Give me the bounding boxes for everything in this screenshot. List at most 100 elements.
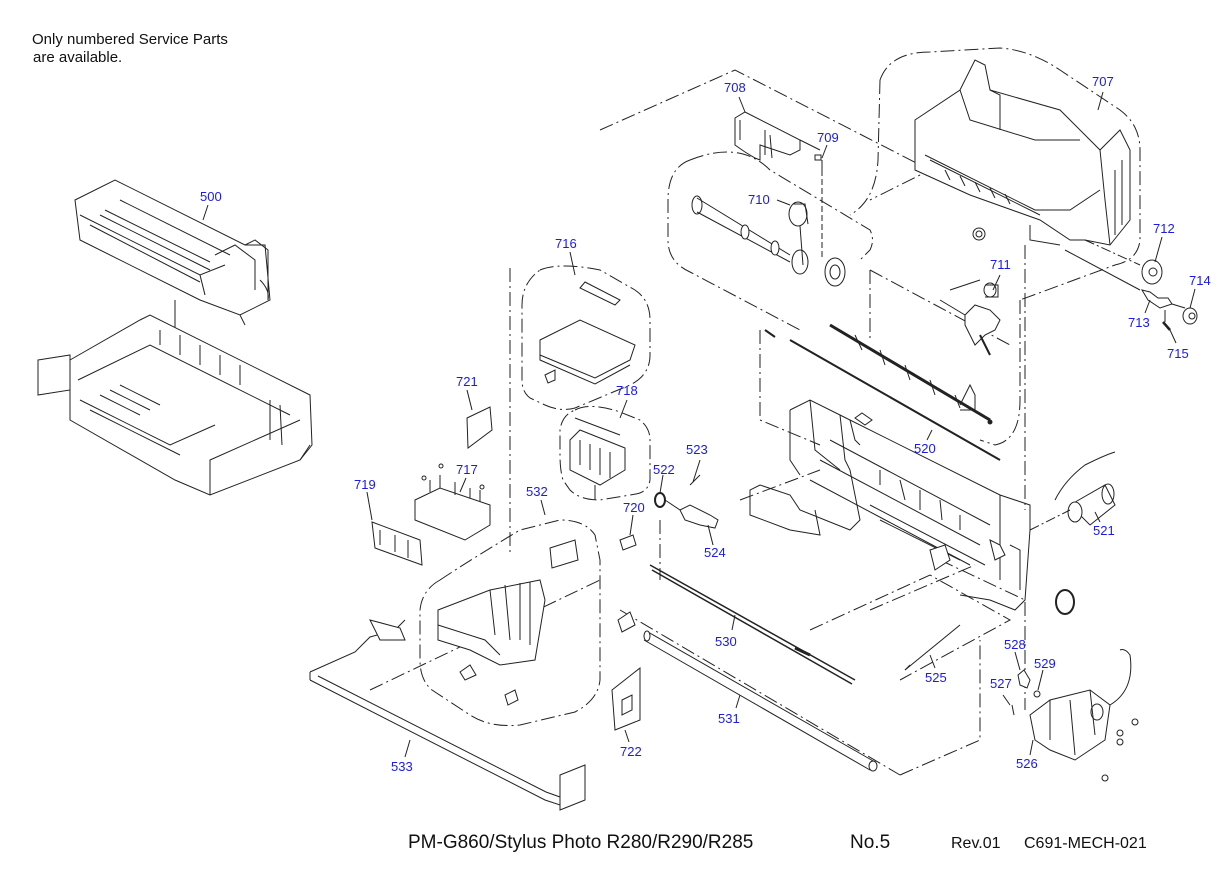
leader-533 <box>404 739 411 758</box>
part-label-533: 533 <box>391 759 413 774</box>
leader-523 <box>692 459 701 483</box>
outline-718-group <box>559 406 651 501</box>
part-label-713: 713 <box>1128 315 1150 330</box>
part-531-platen-shaft <box>643 630 878 772</box>
outline-532-group <box>419 519 601 726</box>
part-531-gear <box>617 611 636 633</box>
part-label-708: 708 <box>724 80 746 95</box>
part-label-528: 528 <box>1004 637 1026 652</box>
part-label-526: 526 <box>1016 756 1038 771</box>
axis-712 <box>1084 239 1141 266</box>
leader-717 <box>459 477 467 493</box>
part-label-521: 521 <box>1093 523 1115 538</box>
service-parts-note: Only numbered Service Parts are availabl… <box>32 31 228 67</box>
outline-710-group <box>689 151 873 261</box>
part-716-cartridge-cover <box>539 281 636 385</box>
leader-710 <box>776 199 791 206</box>
part-532-carriage <box>437 539 579 706</box>
part-label-716: 716 <box>555 236 577 251</box>
part-label-715: 715 <box>1167 346 1189 361</box>
part-label-531: 531 <box>718 711 740 726</box>
leader-707 <box>1097 91 1104 111</box>
part-label-532: 532 <box>526 484 548 499</box>
part-label-524: 524 <box>704 545 726 560</box>
part-label-523: 523 <box>686 442 708 457</box>
part-707-paper-guide-frame <box>914 59 1131 246</box>
part-frame-gear <box>1055 589 1075 615</box>
part-525-wire <box>904 624 961 671</box>
leader-721 <box>466 389 473 411</box>
outline-525-top <box>869 564 976 611</box>
axis-714 <box>1171 303 1186 309</box>
part-521-motor <box>1054 451 1116 526</box>
leader-527 <box>1002 694 1011 706</box>
outline-708-group <box>599 69 932 201</box>
leader-712 <box>1154 236 1163 263</box>
axis-522 <box>664 499 681 511</box>
part-714-knob <box>1182 307 1198 325</box>
leader-525 <box>929 654 936 669</box>
part-label-710: 710 <box>748 192 770 207</box>
leader-713 <box>1144 299 1151 314</box>
part-524-assembly <box>679 504 719 529</box>
part-label-721: 721 <box>456 374 478 389</box>
leader-524 <box>707 524 714 546</box>
part-720-clip <box>619 534 637 551</box>
part-709-pin <box>814 154 823 170</box>
part-label-707: 707 <box>1092 74 1114 89</box>
part-500-mechanism-assembly <box>74 179 271 326</box>
revision: Rev.01 <box>951 835 1001 852</box>
part-label-719: 719 <box>354 477 376 492</box>
part-528-cam <box>1017 669 1031 689</box>
outline-707-left <box>849 79 881 216</box>
part-710-roller-shaft <box>691 195 846 287</box>
part-527-spring <box>1011 704 1015 716</box>
part-label-718: 718 <box>616 383 638 398</box>
outline-524-axis <box>739 469 821 501</box>
model-title: PM-G860/Stylus Photo R280/R290/R285 <box>408 832 754 853</box>
part-522-gear <box>654 492 666 508</box>
part-719-bracket <box>371 521 423 566</box>
outline-711-box <box>939 279 981 316</box>
part-label-529: 529 <box>1034 656 1056 671</box>
part-526-pump-unit <box>1029 649 1139 782</box>
part-label-500: 500 <box>200 189 222 204</box>
part-label-712: 712 <box>1153 221 1175 236</box>
part-label-525: 525 <box>925 670 947 685</box>
part-520-shaft-assembly <box>764 323 1001 461</box>
outline-531-end <box>899 640 981 776</box>
leader-715 <box>1169 329 1177 344</box>
leader-709 <box>821 144 828 159</box>
outline-531-axis <box>619 609 901 776</box>
outline-520-left <box>759 330 821 446</box>
part-713-lever <box>1140 289 1173 309</box>
part-710-roller <box>788 201 809 227</box>
outline-716-group <box>521 265 651 410</box>
part-721-plate <box>466 406 493 449</box>
outline-shaft-line <box>869 269 1011 346</box>
part-718-ink-sensor <box>569 417 626 486</box>
axis-713 <box>1064 249 1141 291</box>
leader-522 <box>659 474 664 494</box>
part-label-717: 717 <box>456 462 478 477</box>
part-715-spring <box>1162 310 1171 331</box>
leader-lines <box>202 91 1196 758</box>
part-722-board <box>611 666 641 731</box>
leader-532 <box>540 499 546 516</box>
leader-719 <box>366 491 373 521</box>
part-label-711: 711 <box>990 257 1011 272</box>
leader-720 <box>629 514 634 536</box>
leader-530 <box>731 614 736 631</box>
leader-521 <box>1094 511 1101 523</box>
part-label-720: 720 <box>623 500 645 515</box>
document-code: C691-MECH-021 <box>1024 835 1147 852</box>
part-533-cable-frame <box>309 619 586 811</box>
note-line-1: Only numbered Service Parts <box>32 31 228 48</box>
outline-520-group <box>979 300 1021 446</box>
part-label-722: 722 <box>620 744 642 759</box>
part-717-holder <box>414 463 491 541</box>
lower-case-housing <box>37 314 313 496</box>
part-label-530: 530 <box>715 634 737 649</box>
note-line-2: are available. <box>33 49 123 66</box>
